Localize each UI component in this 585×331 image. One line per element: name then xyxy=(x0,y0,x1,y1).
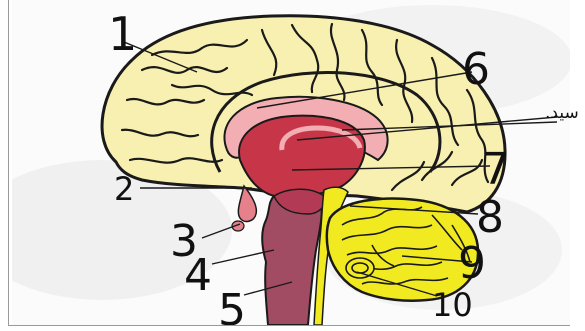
label-7: 7 xyxy=(482,144,510,195)
side-text: سید. xyxy=(545,103,579,123)
label-1: 1 xyxy=(108,7,137,61)
label-10: 10 xyxy=(432,286,473,324)
label-4: 4 xyxy=(184,250,212,301)
label-9: 9 xyxy=(458,238,486,289)
label-5: 5 xyxy=(218,285,246,325)
frame-bottom-border xyxy=(8,325,570,326)
label-8: 8 xyxy=(476,192,504,243)
arbor-vitae xyxy=(346,258,374,278)
brain-diagram: 1 2 3 4 5 6 7 8 9 10 xyxy=(12,0,570,325)
label-2: 2 xyxy=(114,170,134,208)
label-6: 6 xyxy=(462,44,490,95)
